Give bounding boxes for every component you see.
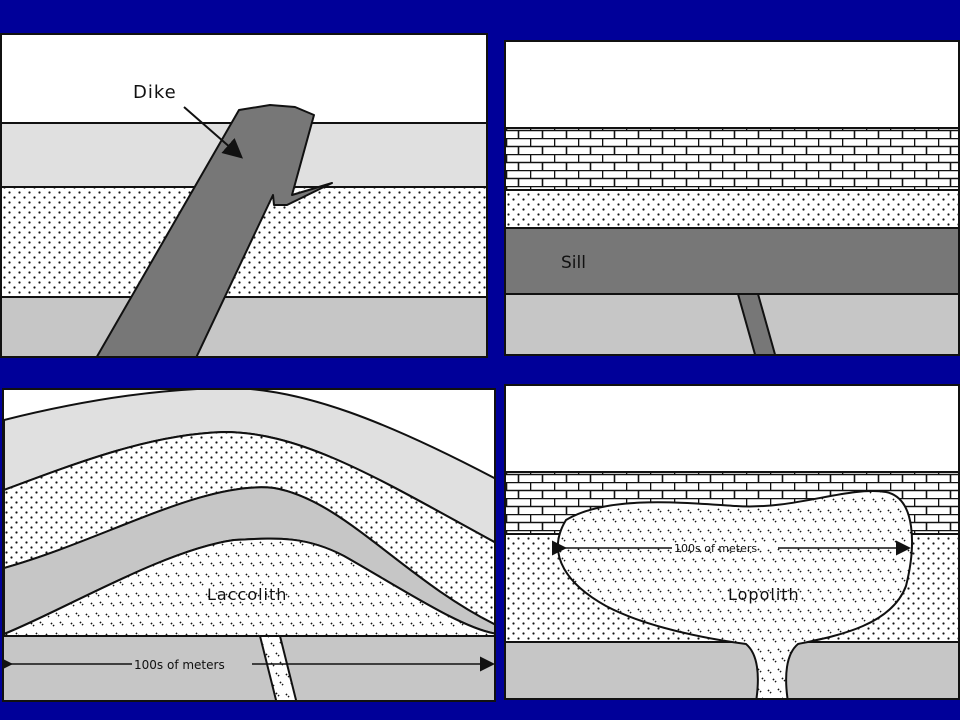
sill-panel: Sill (504, 40, 960, 356)
laccolith-intrusion (4, 537, 494, 637)
bottom-gray-layer (506, 642, 958, 698)
feeder-dike (258, 635, 298, 700)
scale-label: 100s of meters (674, 542, 757, 555)
dike-label: Dike (133, 82, 177, 103)
laccolith-panel: Laccolith 100s of meters (2, 388, 496, 702)
sky-layer (506, 42, 958, 128)
lopolith-panel: Lopolith 100s of meters (504, 384, 960, 700)
dike-arrow (183, 106, 244, 159)
sill-intrusion (506, 228, 958, 294)
bottom-gray-layer (506, 294, 958, 354)
sill-label: Sill (561, 253, 586, 273)
sky-layer (506, 386, 958, 472)
scale-label: 100s of meters (134, 658, 225, 672)
bottom-gray-layer (2, 297, 486, 356)
feeder-dike (736, 293, 776, 354)
bottom-gray-layer (4, 636, 494, 700)
lopolith-intrusion (556, 490, 913, 698)
sandstone-layer (506, 190, 958, 228)
dike-intrusion (96, 104, 333, 356)
limestone-layer (506, 128, 958, 190)
lopolith-label: Lopolith (728, 585, 800, 604)
dike-panel: Dike (0, 33, 488, 358)
laccolith-label: Laccolith (207, 585, 287, 604)
